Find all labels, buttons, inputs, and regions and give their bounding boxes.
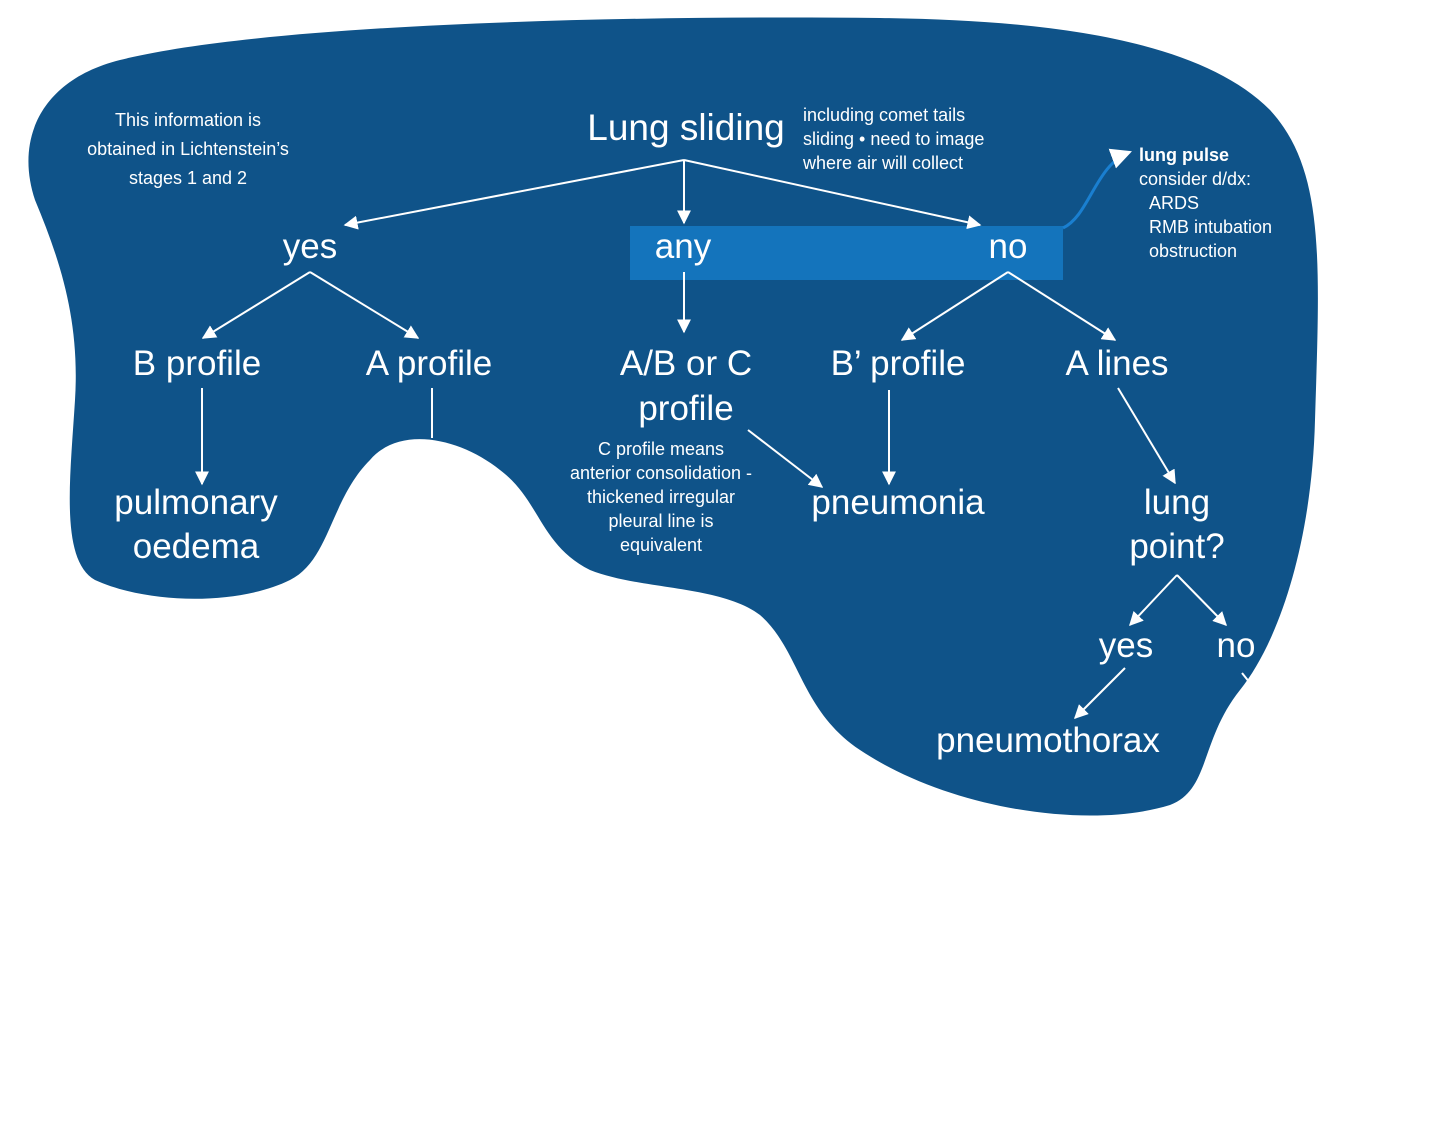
arrow-root-to-yes <box>343 159 685 230</box>
lung-pulse-line: consider d/dx: <box>1139 169 1251 189</box>
c-profile-note-line: equivalent <box>620 535 702 555</box>
lung-pulse-note: lung pulse consider d/dx: ARDS RMB intub… <box>1139 145 1272 261</box>
arrow-yes-to-pneumothorax <box>1074 667 1126 719</box>
node-lung-point: point? <box>1129 527 1224 566</box>
node-any: any <box>655 227 712 266</box>
lung-pulse-line: obstruction <box>1149 241 1237 261</box>
line-no-down <box>1241 672 1251 684</box>
sliding-note-line: including comet tails <box>803 105 965 125</box>
lung-pulse-line: ARDS <box>1149 193 1199 213</box>
node-abc-profile: A/B or C <box>620 344 752 383</box>
sliding-note-line: where air will collect <box>802 153 963 173</box>
c-profile-note-line: anterior consolidation - <box>570 463 752 483</box>
node-pneumothorax: pneumothorax <box>936 721 1160 760</box>
arrow-no-to-b-prime <box>900 271 1009 341</box>
info-note-line: obtained in Lichtenstein’s <box>87 139 289 159</box>
arrow-yes-to-b-profile <box>201 271 311 339</box>
node-yes: yes <box>283 227 337 266</box>
node-a-profile: A profile <box>366 344 492 383</box>
node-pneumonia: pneumonia <box>811 483 985 522</box>
arrow-lung-point-to-yes <box>1129 574 1178 627</box>
sliding-note-line: sliding • need to image <box>803 129 984 149</box>
arrow-root-to-no <box>683 159 982 230</box>
arrow-abc-to-pneumonia <box>747 429 824 488</box>
node-lung-point-yes: yes <box>1099 626 1153 665</box>
info-note-line: This information is <box>115 110 261 130</box>
lung-pulse-title: lung pulse <box>1139 145 1229 165</box>
node-lung-point: lung <box>1144 483 1210 522</box>
arrow-no-to-a-lines <box>1007 271 1117 341</box>
lung-pulse-line: RMB intubation <box>1149 217 1272 237</box>
node-lung-point-no: no <box>1217 626 1256 665</box>
c-profile-note: C profile means anterior consolidation -… <box>570 439 752 555</box>
arrow-a-lines-to-lung-point <box>1117 387 1176 485</box>
info-note-line: stages 1 and 2 <box>129 168 247 188</box>
highlight-bar <box>630 226 1063 280</box>
c-profile-note-line: thickened irregular <box>587 487 735 507</box>
arrow-yes-to-a-profile <box>309 271 420 339</box>
node-pulmonary-oedema: oedema <box>133 527 260 566</box>
arrow-no-to-lung-pulse <box>1062 148 1132 230</box>
node-no: no <box>989 227 1028 266</box>
connectors <box>195 148 1251 719</box>
node-a-lines: A lines <box>1065 344 1168 383</box>
c-profile-note-line: pleural line is <box>608 511 713 531</box>
node-pulmonary-oedema: pulmonary <box>114 483 278 522</box>
node-abc-profile: profile <box>638 389 733 428</box>
arrow-lung-point-to-no <box>1176 574 1227 626</box>
c-profile-note-line: C profile means <box>598 439 724 459</box>
root-node-lung-sliding: Lung sliding <box>587 107 784 148</box>
node-b-prime-profile: B’ profile <box>831 344 966 383</box>
sliding-note: including comet tails sliding • need to … <box>802 105 984 173</box>
node-b-profile: B profile <box>133 344 261 383</box>
info-note: This information is obtained in Lichtens… <box>87 110 289 188</box>
